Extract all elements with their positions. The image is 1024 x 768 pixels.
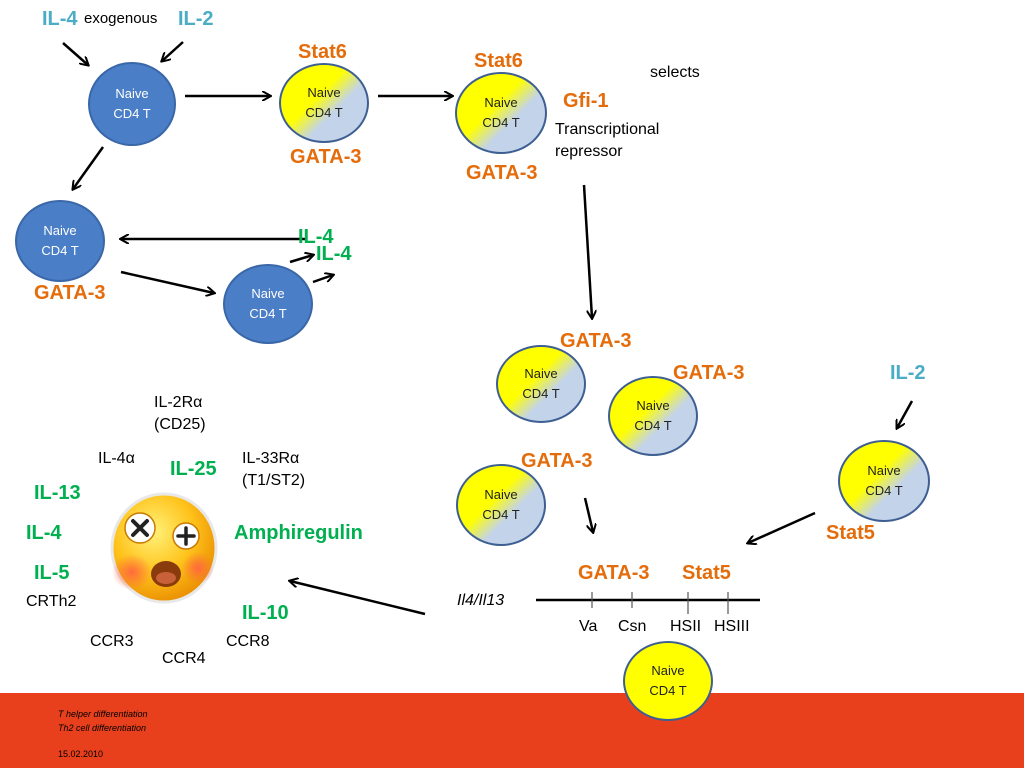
gata3-label-b: GATA-3: [466, 162, 538, 184]
arrow-stat5-cell-to-locus: [748, 511, 816, 543]
gata3-label-d: GATA-3: [673, 362, 745, 384]
arrow-il4-to-cell: [62, 42, 88, 65]
naive-cd4-t-cell-gata3-a: Naive CD4 T: [496, 345, 586, 423]
il13-label: IL-13: [34, 482, 81, 504]
arrow-secreted-il4-b: [312, 275, 333, 284]
th2-cell-smiley-icon: [110, 492, 218, 604]
stat5-label: Stat5: [826, 522, 875, 544]
arrow-il2-to-stat5-cell: [897, 400, 914, 428]
il25-label: IL-25: [170, 458, 217, 480]
naive-cd4-t-cell-stat5: Naive CD4 T: [838, 440, 930, 522]
il33ra-label: IL-33Rα (T1/ST2): [242, 450, 306, 489]
gata3-label-left: GATA-3: [34, 282, 106, 304]
selects-label: selects: [650, 64, 700, 81]
il4-secreted-label-b: IL-4: [316, 243, 352, 265]
gata3-label-c: GATA-3: [560, 330, 632, 352]
site-hsii-label: HSII: [670, 618, 702, 635]
exogenous-label: exogenous: [84, 10, 158, 27]
gfi1-label: Gfi-1: [563, 90, 609, 112]
il2-label-right: IL-2: [890, 362, 926, 384]
crth2-label: CRTh2: [26, 593, 77, 610]
naive-cd4-t-cell-start: Naive CD4 T: [88, 62, 176, 146]
il4a-label: IL-4α: [98, 450, 135, 467]
arrow-locus-to-th2: [290, 581, 426, 616]
arrow-left-cell-to-cell: [120, 270, 214, 293]
locus-gata3-label: GATA-3: [578, 562, 650, 584]
footer-line2: Th2 cell differentiation: [58, 723, 147, 733]
naive-cd4-t-cell-gata3-c: Naive CD4 T: [456, 464, 546, 546]
ccr8-label: CCR8: [226, 633, 270, 650]
naive-cd4-t-cell-yellow: Naive CD4 T: [623, 641, 713, 721]
site-csn-label: Csn: [618, 618, 647, 635]
footer-line1: T helper differentiation: [58, 709, 148, 719]
footer-date: 15.02.2010: [58, 749, 104, 759]
il4-exogenous-label: IL-4: [42, 8, 78, 30]
gata3-label-e: GATA-3: [521, 450, 593, 472]
il2-exogenous-label: IL-2: [178, 8, 214, 30]
site-va-label: Va: [579, 618, 598, 635]
il2ra-cd25-label: IL-2Rα (CD25): [154, 394, 206, 433]
footer-bar: T helper differentiation Th2 cell differ…: [0, 693, 1024, 768]
arrow-cell-to-locus: [583, 497, 593, 532]
stat6-label-a: Stat6: [298, 41, 347, 63]
naive-cd4-t-cell-gata3-b: Naive CD4 T: [608, 376, 698, 456]
gata3-label-a: GATA-3: [290, 146, 362, 168]
arrow-secreted-il4-a: [289, 255, 313, 264]
ccr4-label: CCR4: [162, 650, 206, 667]
il10-label: IL-10: [242, 602, 289, 624]
il4-secreted-label-a: IL-4: [298, 226, 334, 248]
site-hsiii-label: HSIII: [714, 618, 750, 635]
naive-cd4-t-cell-secreting: Naive CD4 T: [223, 264, 313, 344]
naive-cd4-t-cell-stat6: Naive CD4 T: [279, 63, 369, 143]
locus-name-label: Il4/Il13: [457, 592, 505, 609]
arrow-cell1-to-left-cell: [73, 146, 105, 189]
locus-stat5-label: Stat5: [682, 562, 731, 584]
naive-cd4-t-cell-left: Naive CD4 T: [15, 200, 105, 282]
transcriptional-repressor-label: Transcriptional repressor: [555, 121, 660, 160]
ccr3-label: CCR3: [90, 633, 134, 650]
arrow-il2-to-cell: [162, 41, 184, 61]
il4-th2-label: IL-4: [26, 522, 62, 544]
il5-label: IL-5: [34, 562, 70, 584]
stat6-label-b: Stat6: [474, 50, 523, 72]
naive-cd4-t-cell-stat6-gata3: Naive CD4 T: [455, 72, 547, 154]
amphiregulin-label: Amphiregulin: [234, 522, 363, 544]
arrow-down-to-gata3: [582, 184, 592, 318]
